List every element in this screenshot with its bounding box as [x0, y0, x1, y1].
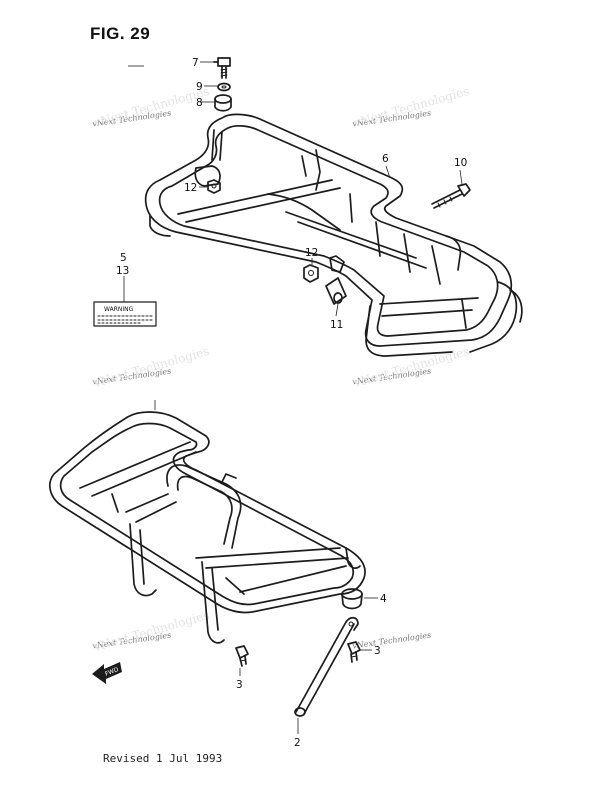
callout-6: 6	[382, 153, 389, 165]
callout-3-right: 3	[374, 645, 381, 657]
callout-13: 13	[116, 265, 129, 277]
revision-note: Revised 1 Jul 1993	[103, 752, 223, 765]
callout-10: 10	[454, 157, 467, 169]
brace-2	[294, 616, 359, 717]
front-carrier-frame	[144, 113, 523, 357]
leader-lines	[123, 61, 463, 734]
callout-8: 8	[196, 97, 203, 109]
grommet-8	[214, 94, 232, 112]
figure-title: FIG. 29	[90, 24, 151, 43]
warning-label	[93, 301, 157, 327]
warning-label-text: WARNING	[104, 306, 134, 313]
callout-7: 7	[192, 57, 199, 69]
callout-3-left: 3	[236, 679, 243, 691]
bolt-10	[431, 183, 471, 209]
callout-2: 2	[294, 737, 301, 749]
callout-5: 5	[120, 252, 127, 264]
rear-carrier-frame	[49, 411, 366, 644]
fwd-arrow	[92, 662, 122, 684]
callout-12-lower: 12	[305, 247, 318, 259]
bolt-7	[213, 57, 231, 79]
fwd-arrow-label: FWD	[104, 666, 120, 678]
callout-4: 4	[380, 593, 387, 605]
callout-12-upper: 12	[184, 182, 197, 194]
washer-9	[217, 82, 231, 92]
bolt-3-right	[347, 641, 361, 663]
callout-11: 11	[330, 319, 343, 331]
bolt-3-left	[235, 645, 249, 667]
nut-12-upper	[207, 179, 221, 194]
grommet-4	[341, 588, 363, 610]
nut-12-lower	[303, 255, 345, 283]
spacer-11	[325, 277, 347, 305]
callout-9: 9	[196, 81, 203, 93]
